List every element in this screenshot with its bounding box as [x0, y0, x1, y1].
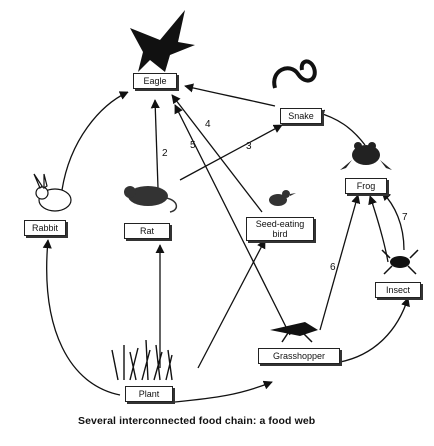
snake-icon — [272, 59, 317, 89]
arrow-insect-to-frog-right — [381, 191, 405, 251]
edge-number-5: 5 — [190, 140, 196, 151]
arrow-bird-to-eagle — [171, 94, 263, 213]
arrow-plant-to-bird — [197, 239, 266, 369]
bird-icon — [269, 190, 296, 206]
arrow-rabbit-to-eagle — [61, 91, 129, 191]
arrow-frog-to-snake — [315, 109, 366, 146]
node-rabbit: Rabbit — [24, 220, 66, 236]
seed-bird-line1: Seed-eating — [255, 219, 305, 229]
figure-caption: Several interconnected food chain: a foo… — [78, 415, 316, 427]
eagle-icon — [130, 10, 195, 72]
node-rat: Rat — [124, 223, 170, 239]
node-eagle: Eagle — [133, 73, 177, 89]
node-plant: Plant — [125, 386, 173, 402]
seed-bird-line2: bird — [272, 229, 288, 239]
arrow-rat-to-eagle — [150, 99, 160, 189]
node-insect: Insect — [375, 282, 421, 298]
arrow-grasshopper-to-rat-line — [174, 104, 291, 336]
node-frog: Frog — [345, 178, 387, 194]
edge-number-2: 2 — [162, 148, 168, 159]
arrow-plant-to-grasshopper — [174, 380, 273, 403]
node-seed-eating-bird: Seed-eating bird — [246, 217, 314, 241]
grasshopper-icon — [270, 322, 318, 343]
arrow-plant-to-rabbit — [42, 239, 121, 396]
plant-icon — [111, 339, 173, 381]
rat-icon — [124, 186, 178, 213]
arrow-rat-to-snake — [179, 124, 283, 181]
arrow-snake-to-eagle — [184, 83, 276, 107]
rabbit-icon — [33, 173, 72, 212]
edge-number-4: 4 — [205, 119, 211, 130]
food-web-arrows — [42, 83, 410, 403]
arrow-grasshopper-to-insect — [339, 297, 410, 363]
frog-icon — [340, 142, 392, 170]
edge-number-6: 6 — [330, 262, 336, 273]
arrow-insect-to-frog — [368, 195, 389, 263]
insect-icon — [381, 249, 419, 275]
edge-number-7: 7 — [402, 212, 408, 223]
edge-number-3: 3 — [246, 141, 252, 152]
arrow-grasshopper-to-frog — [319, 194, 361, 331]
node-grasshopper: Grasshopper — [258, 348, 340, 364]
node-snake: Snake — [280, 108, 322, 124]
